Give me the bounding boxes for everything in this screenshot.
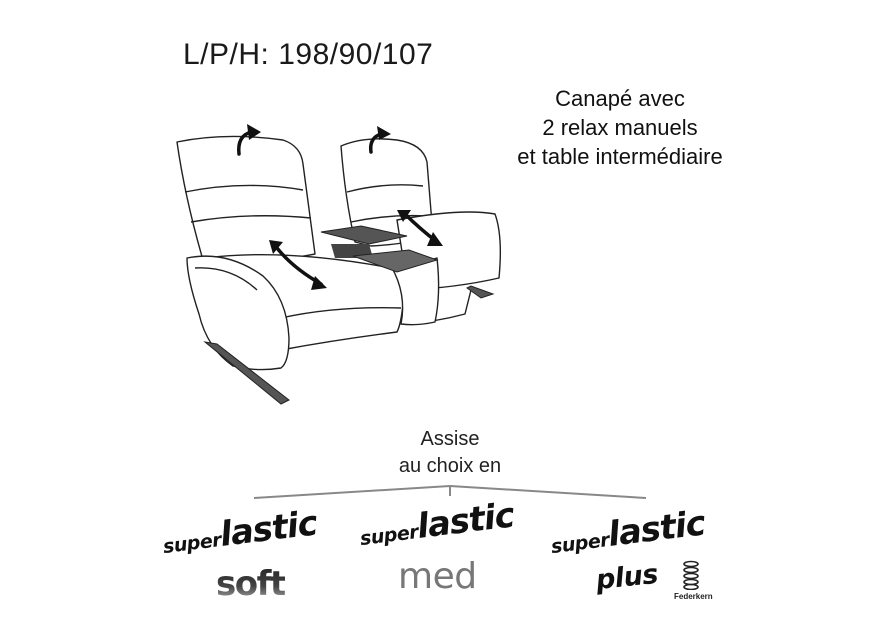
brand-prefix: super — [549, 529, 611, 559]
assise-line-2: au choix en — [398, 455, 502, 477]
description-line-3: et table intermédiaire — [517, 144, 723, 169]
variant-med: med — [398, 556, 477, 597]
variant-soft: soft — [216, 564, 286, 604]
variant-plus: plus — [594, 558, 660, 597]
brand-prefix: super — [161, 529, 223, 559]
dimensions-label: L/P/H: 198/90/107 — [183, 38, 434, 71]
assise-line-1: Assise — [420, 428, 480, 450]
spring-icon — [683, 560, 699, 590]
superlastic-plus-logo: superlastic — [548, 503, 707, 562]
superlastic-med-logo: superlastic — [357, 495, 516, 554]
seat-choice-label: Assise au choix en — [350, 426, 550, 480]
federkern-label: Federkern — [674, 592, 713, 601]
description-line-2: 2 relax manuels — [542, 115, 698, 140]
sofa-illustration — [176, 124, 502, 405]
brand-suffix: lastic — [605, 503, 707, 555]
brand-suffix: lastic — [217, 503, 319, 555]
description-line-1: Canapé avec — [555, 86, 685, 111]
brand-suffix: lastic — [414, 495, 516, 547]
product-description: Canapé avec 2 relax manuels et table int… — [470, 84, 770, 171]
superlastic-soft-logo: superlastic — [160, 503, 319, 562]
brand-prefix: super — [358, 521, 420, 551]
options-bracket — [253, 484, 647, 499]
